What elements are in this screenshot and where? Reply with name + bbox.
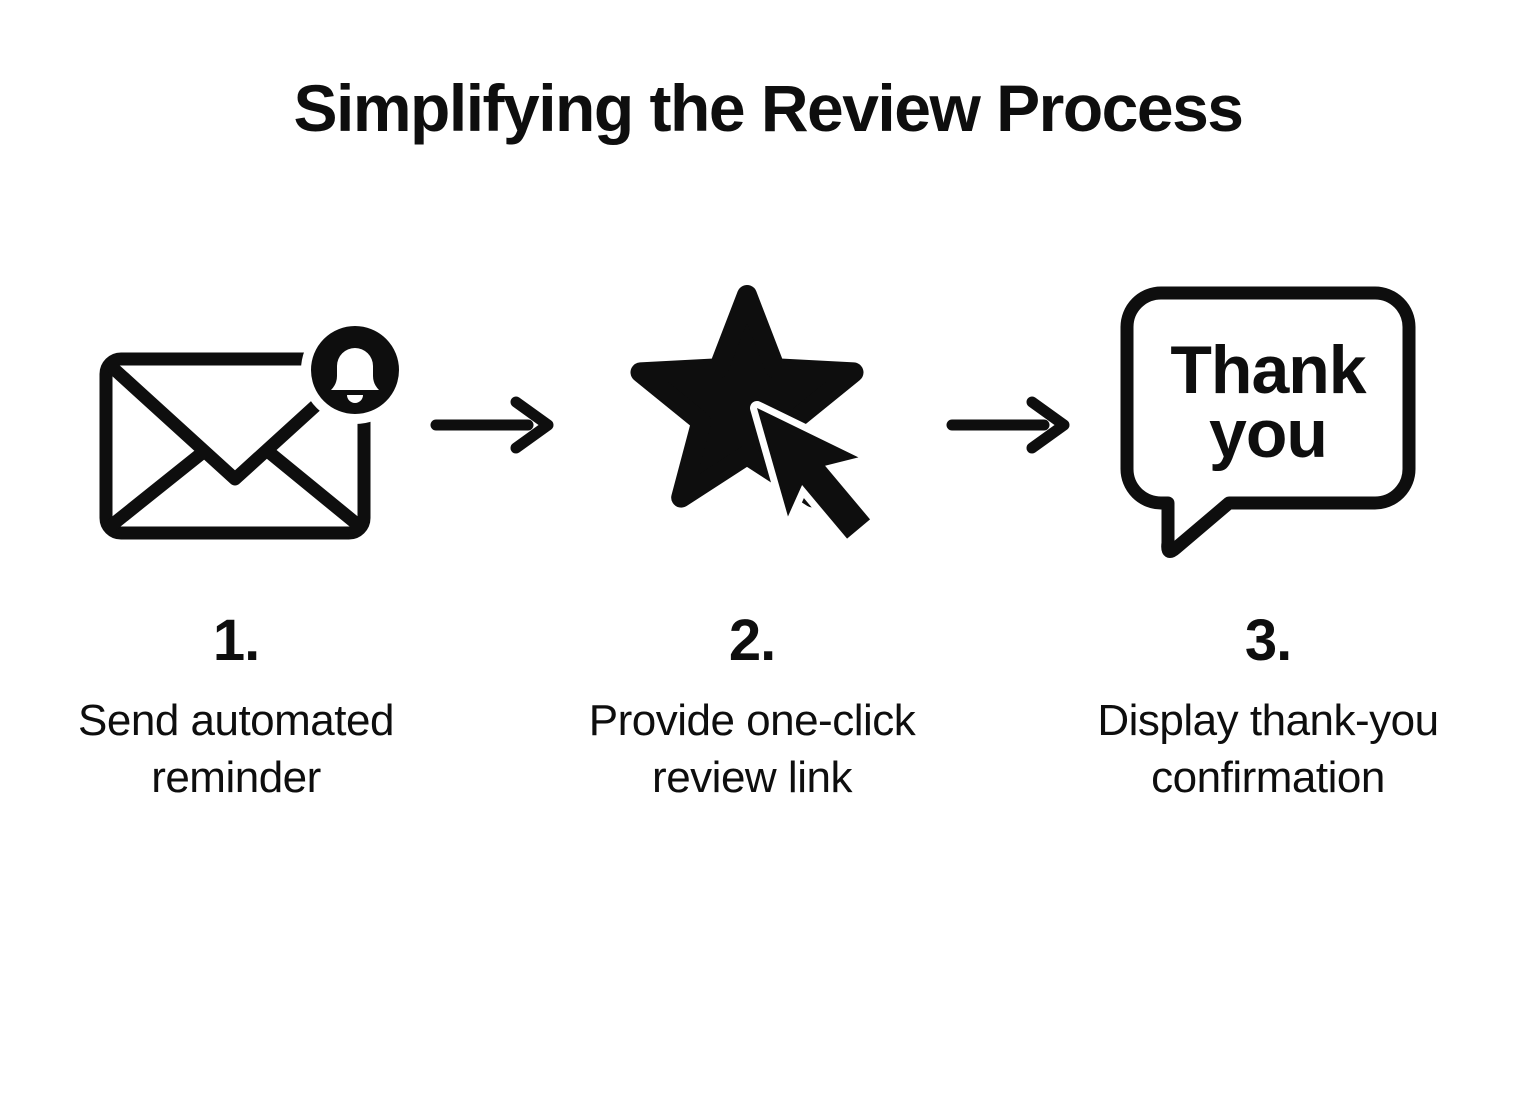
arrow-1-cell [430,270,554,580]
step-2-description: Provide one-click review link [588,696,916,802]
process-flow: Thank you 1. 2. 3. Send automated remind… [0,270,1520,806]
arrow-right-icon [430,396,554,454]
email-notification-icon [99,315,409,539]
star-cursor-icon [630,285,878,546]
arrow-right-icon [946,396,1070,454]
bubble-text-line-1: Thank [1170,332,1366,408]
speech-bubble-icon: Thank you [1120,286,1416,558]
bubble-text-line-2: you [1209,396,1327,472]
step-1-icon-cell [26,270,446,580]
step-1-description: Send automated reminder [78,696,394,802]
step-3-description: Display thank-you confirmation [1097,696,1439,802]
step-2-icon-cell [542,270,962,580]
infographic-canvas: Simplifying the Review Process [0,70,1536,1094]
page-title: Simplifying the Review Process [293,71,1245,145]
cursor-icon [750,401,878,546]
step-1-number: 1. [212,608,260,673]
step-3-icon-cell: Thank you [1058,270,1478,580]
step-3-number: 3. [1244,608,1292,673]
bell-icon [300,315,409,424]
arrow-2-cell [946,270,1070,580]
step-2-number: 2. [728,608,776,673]
